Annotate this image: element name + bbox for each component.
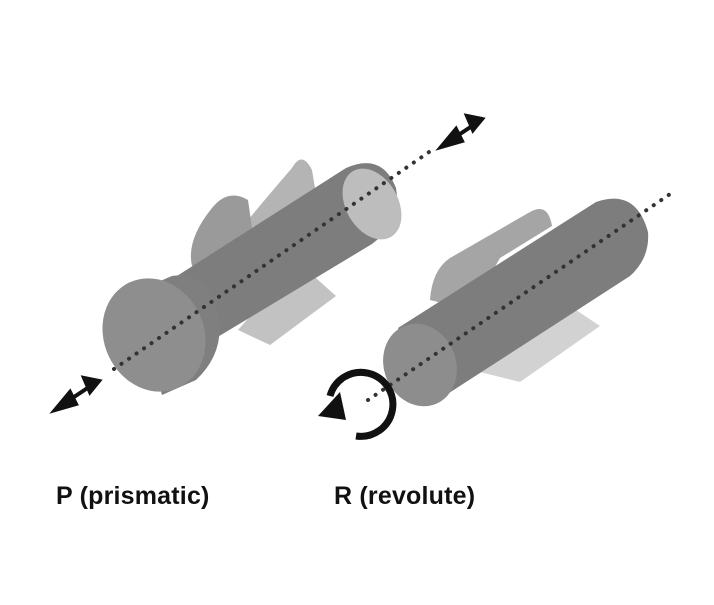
prismatic-head-face	[102, 278, 206, 392]
rotate-arrow-icon	[318, 368, 397, 440]
bearing-block-back	[430, 209, 552, 310]
prismatic-axis	[112, 148, 434, 371]
prismatic-joint	[49, 113, 486, 414]
prismatic-label: P (prismatic)	[56, 482, 210, 510]
double-arrow-icon	[435, 113, 486, 151]
double-arrow-icon	[49, 375, 103, 414]
bearing-plate-lower	[480, 306, 600, 382]
revolute-joint	[318, 188, 678, 440]
slider-block-lower	[238, 262, 336, 345]
revolute-label: R (revolute)	[334, 482, 476, 510]
revolute-axis	[366, 188, 678, 402]
prismatic-shaft	[166, 163, 397, 344]
slider-block-back-face	[190, 195, 252, 266]
prismatic-shaft-end	[342, 168, 402, 240]
